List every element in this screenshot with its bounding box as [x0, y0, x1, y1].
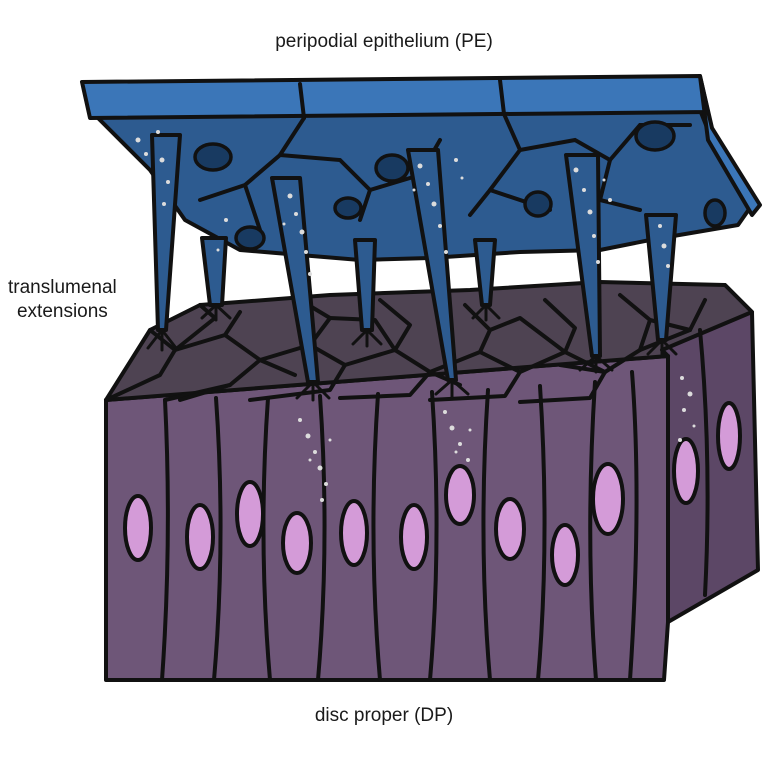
- dp-nucleus: [339, 499, 369, 567]
- pe-nucleus: [374, 153, 410, 183]
- dp-cell-borders: [160, 328, 710, 682]
- dp-top-cell-outlines: [104, 293, 707, 404]
- pe-end-face: [698, 74, 762, 217]
- label-translumenal-extensions: translumenal extensions: [8, 276, 117, 324]
- dp-nucleus: [550, 523, 580, 587]
- dp-nucleus: [235, 480, 265, 548]
- dp-nucleus: [281, 511, 313, 575]
- dp-nucleus: [123, 494, 153, 562]
- dp-nucleus: [399, 503, 429, 571]
- pe-vesicles: [135, 130, 670, 276]
- label-peripodial-epithelium: peripodial epithelium (PE): [275, 31, 493, 52]
- dp-vesicles: [298, 376, 696, 502]
- dp-nucleus: [716, 401, 742, 471]
- extension-stalk: [200, 236, 228, 307]
- extension-stalk: [353, 238, 377, 332]
- pe-nucleus: [703, 198, 727, 228]
- pe-nuclei: [193, 120, 727, 251]
- dp-nucleus: [185, 503, 215, 571]
- dp-nucleus: [672, 437, 700, 505]
- pe-top-face: [80, 74, 710, 120]
- dp-nucleus: [494, 497, 526, 561]
- extension-stalk: [473, 238, 497, 307]
- label-translumenal-line2: extensions: [16, 301, 108, 322]
- extension-stalk: [270, 176, 320, 384]
- extension-stalk: [406, 148, 458, 382]
- extension-stalk: [644, 213, 678, 342]
- pe-cell-outlines: [198, 78, 692, 232]
- extension-feet: [146, 303, 678, 402]
- dp-nucleus: [591, 462, 625, 536]
- dp-nucleus: [444, 464, 476, 526]
- pe-nucleus: [234, 225, 266, 251]
- dp-nuclei: [123, 401, 742, 587]
- label-disc-proper: disc proper (DP): [314, 705, 454, 726]
- translumenal-extensions: [150, 133, 678, 384]
- pe-nucleus: [523, 190, 553, 218]
- extension-stalk: [564, 153, 602, 358]
- pe-nucleus: [634, 120, 676, 152]
- extension-stalk: [150, 133, 182, 332]
- pe-nucleus: [193, 142, 233, 172]
- label-translumenal-line1: translumenal: [8, 277, 117, 298]
- pe-nucleus: [333, 196, 363, 220]
